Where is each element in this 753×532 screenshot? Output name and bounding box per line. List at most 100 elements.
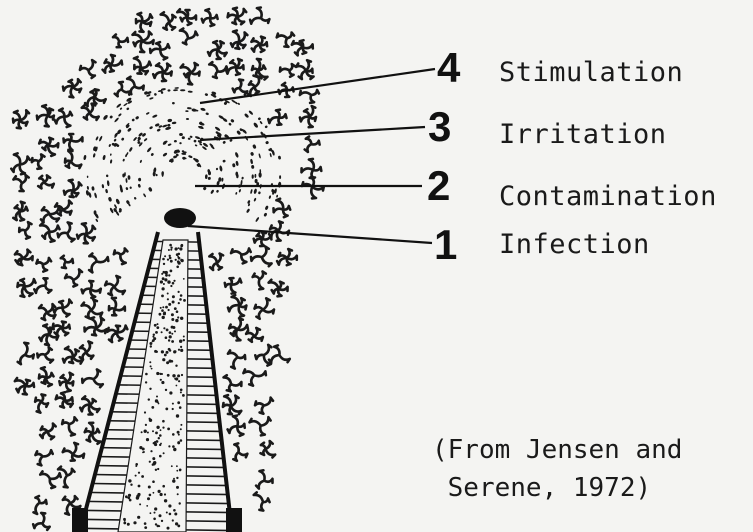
root-core-dot [177, 401, 180, 404]
root-core-dot [165, 408, 168, 411]
soil-particle [246, 328, 263, 342]
leader-line-1 [188, 226, 432, 243]
zone-dot [174, 140, 177, 143]
root-core-dot [171, 333, 173, 335]
root-core-dot [181, 374, 183, 376]
zone-dot [110, 159, 113, 164]
root-core-dot [173, 478, 175, 480]
zone-dot [258, 191, 261, 194]
root-core-dot [144, 430, 147, 433]
zone-dot [228, 122, 232, 126]
zone-dot [239, 189, 242, 193]
zone-dot [252, 174, 254, 178]
root-core-dot [133, 521, 136, 524]
root-core-dot [144, 411, 146, 413]
soil-particle [61, 256, 73, 268]
zone-dot [149, 97, 154, 100]
soil-particle [113, 35, 128, 48]
root-core-dot [167, 298, 169, 300]
zone-dot [125, 187, 128, 191]
zone-dot [246, 208, 250, 213]
zone-dot [118, 113, 122, 117]
root-core-dot [167, 280, 170, 283]
soil-particle [180, 29, 198, 45]
soil-particle [233, 443, 247, 460]
root-core-dot [150, 450, 152, 452]
root-core-dot [179, 340, 182, 343]
root-core-dot [139, 503, 141, 505]
zone-dot [113, 138, 116, 142]
soil-particle [65, 269, 82, 286]
root-core-dot [178, 302, 180, 304]
zone-dot [105, 189, 108, 194]
root-core-dot [167, 428, 170, 431]
soil-particle [11, 153, 30, 174]
zone-dot [265, 141, 269, 145]
root-core-dot [177, 431, 180, 434]
zone-dot [98, 135, 102, 141]
root-core-dot [179, 247, 182, 250]
root-core-dot [176, 486, 179, 489]
root-core-dot [157, 323, 159, 325]
root-core-dot [180, 245, 183, 248]
root-core-dot [149, 418, 151, 420]
soil-particle [243, 369, 266, 385]
root-core-dot [149, 461, 151, 463]
soil-particle [15, 250, 33, 266]
zone-dot [259, 172, 262, 177]
root-core-dot [169, 391, 172, 394]
zone-dot [263, 212, 267, 217]
root-core-dot [161, 309, 164, 312]
root-core-dot [175, 247, 178, 250]
soil-particle [58, 222, 75, 241]
soil-particle [153, 63, 172, 81]
zone-dot [109, 115, 113, 119]
root-core-dot [154, 350, 157, 353]
root-core-dot [166, 329, 169, 332]
soil-particle [261, 441, 276, 458]
zone-dot [232, 163, 236, 168]
zone-dot [198, 125, 204, 129]
soil-particle [59, 373, 73, 392]
zone-dot [138, 178, 141, 182]
soil-particle [89, 254, 108, 273]
source-citation-line-2: Serene, 1972) [432, 469, 651, 507]
root-core-dot [160, 379, 162, 381]
root-core-dot [151, 406, 154, 409]
zone-dot [138, 184, 142, 188]
root-core-dot [129, 499, 132, 502]
root-core-dot [171, 465, 173, 467]
soil-particle [228, 295, 246, 316]
zone-dot [106, 174, 108, 177]
zone-dot [114, 117, 120, 123]
root-core-dot [161, 350, 164, 353]
soil-particle [56, 392, 73, 407]
root-core-dot [171, 360, 174, 363]
soil-particle [85, 423, 101, 444]
soil-particle [136, 13, 152, 32]
root-core-dot [127, 523, 130, 526]
zone-dot [205, 112, 209, 115]
root-core-dot [171, 340, 174, 343]
zone-label-irritation: Irritation [499, 119, 667, 150]
zone-dot [276, 195, 278, 198]
root-core-dot [155, 432, 158, 435]
zone-dot [148, 187, 153, 193]
root-core-dot [161, 295, 164, 298]
soil-particle [127, 77, 144, 95]
soil-particle [229, 318, 248, 340]
zone-dot [200, 107, 206, 111]
soil-particle [80, 60, 96, 78]
zone-dot [87, 186, 90, 190]
root-core-dot [165, 274, 168, 277]
root-core-dot [172, 479, 175, 482]
root-core-dot [154, 507, 157, 510]
root-core-dot [162, 287, 165, 290]
root-core-dot [162, 258, 165, 261]
soil-particle [233, 80, 248, 95]
soil-particle [40, 471, 61, 488]
zone-dot [279, 175, 281, 179]
root-core-dot [166, 512, 168, 514]
zone-number-4: 4 [437, 44, 460, 92]
zone-dot [146, 147, 152, 153]
